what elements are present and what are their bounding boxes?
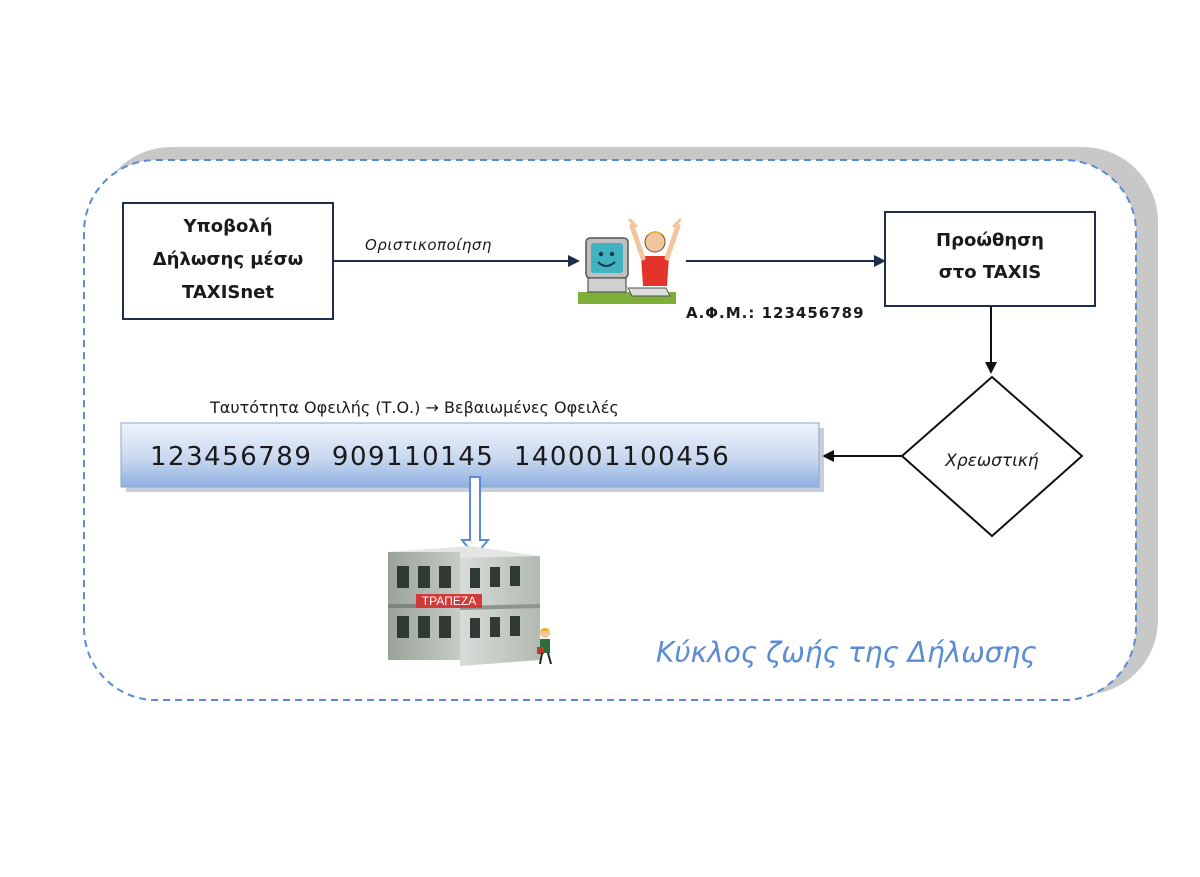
bank-sign: ΤΡΑΠΕΖΑ <box>422 594 476 608</box>
debt-code: 123456789 909110145 140001100456 <box>150 442 730 472</box>
forward-box: Προώθηση στο TAXIS <box>884 211 1096 307</box>
bank-building-icon: ΤΡΑΠΕΖΑ <box>388 546 540 666</box>
decision-label: Χρεωστική <box>944 451 1039 471</box>
forward-box-line1: Προώθηση <box>936 230 1044 251</box>
forward-box-line2: στο TAXIS <box>939 262 1042 283</box>
submit-box-line1: Υποβολή <box>182 216 272 237</box>
submit-box-line3: TAXISnet <box>182 282 274 303</box>
finalize-label: Οριστικοποίηση <box>365 236 492 254</box>
dashed-frame <box>83 159 1137 701</box>
submit-box-line2: Δήλωσης μέσω <box>153 249 303 270</box>
debt-heading: Ταυτότητα Οφειλής (Τ.Ο.) → Βεβαιωμένες Ο… <box>209 398 619 417</box>
decision-diamond: Χρεωστική <box>900 375 1084 538</box>
submit-box: Υποβολή Δήλωσης μέσω TAXISnet <box>122 202 334 320</box>
caption: Κύκλος ζωής της Δήλωσης <box>656 636 1037 669</box>
afm-label: Α.Φ.Μ.: 123456789 <box>686 304 865 322</box>
happy-user-computer-icon <box>578 218 682 304</box>
person-icon <box>537 628 552 665</box>
